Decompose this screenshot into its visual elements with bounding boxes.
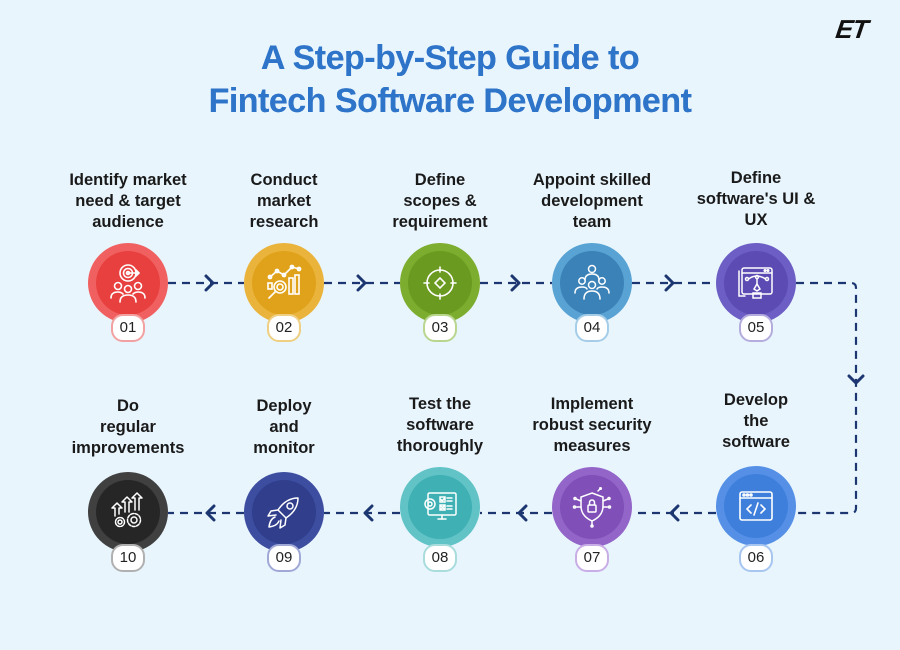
label-line: need & target	[75, 192, 181, 210]
label-line: software	[406, 416, 474, 434]
improvement-gears-icon	[111, 492, 143, 528]
crosshair-icon	[423, 266, 457, 300]
label-line: Conduct	[250, 171, 318, 189]
step-09-label: Deploy and monitor	[209, 396, 359, 459]
label-line: measures	[553, 437, 631, 455]
step-02-circle	[244, 243, 324, 323]
title-line-2: Fintech Software Development	[0, 81, 900, 121]
label-line: the	[743, 412, 769, 430]
label-line: monitor	[253, 439, 315, 457]
step-10-number-badge: 10	[111, 544, 145, 572]
market-research-icon	[267, 264, 302, 299]
step-05-circle	[716, 243, 796, 323]
label-line: software's UI &	[696, 190, 816, 208]
arrow-left-icon	[363, 504, 374, 522]
step-06-circle	[716, 466, 796, 546]
arrow-left-icon	[517, 504, 528, 522]
arrow-right-icon	[204, 274, 215, 292]
arrow-left-icon	[669, 504, 680, 522]
label-line: software	[722, 433, 790, 451]
label-line: market	[256, 192, 312, 210]
label-line: Deploy	[256, 397, 312, 415]
arrow-right-icon	[356, 274, 367, 292]
step-02-number-badge: 02	[267, 314, 301, 342]
label-line: Appoint skilled	[532, 171, 652, 189]
label-line: regular	[100, 418, 156, 436]
step-01-circle	[88, 243, 168, 323]
testing-monitor-icon	[424, 492, 457, 520]
arrow-left-icon	[205, 504, 216, 522]
step-10-circle	[88, 472, 168, 552]
label-line: scopes &	[403, 192, 477, 210]
label-line: UX	[744, 211, 768, 229]
label-line: team	[572, 213, 612, 231]
step-05-label: Define software's UI & UX	[681, 168, 831, 231]
code-window-icon	[739, 491, 773, 521]
step-06-label: Develop the software	[681, 390, 831, 453]
step-09-circle	[244, 472, 324, 552]
label-line: robust security	[532, 416, 652, 434]
step-02-label: Conduct market research	[209, 170, 359, 233]
label-line: and	[269, 418, 299, 436]
step-06-number-badge: 06	[739, 544, 773, 572]
step-07-label: Implement robust security measures	[517, 394, 667, 457]
label-line: Identify market	[69, 171, 187, 189]
rocket-icon	[267, 497, 299, 529]
step-08-circle	[400, 467, 480, 547]
step-03-circle	[400, 243, 480, 323]
step-01-label: Identify market need & target audience	[53, 170, 203, 233]
label-line: improvements	[71, 439, 185, 457]
step-07-number-badge: 07	[575, 544, 609, 572]
step-03-label: Define scopes & requirement	[365, 170, 515, 233]
step-04-circle	[552, 243, 632, 323]
step-01-number-badge: 01	[111, 314, 145, 342]
target-audience-icon	[110, 264, 146, 303]
label-line: Define	[730, 169, 782, 187]
label-line: research	[249, 213, 319, 231]
team-icon	[574, 264, 610, 300]
step-08-number-badge: 08	[423, 544, 457, 572]
arrow-right-icon	[664, 274, 675, 292]
step-08-label: Test the software thoroughly	[365, 394, 515, 457]
title-line-1: A Step-by-Step Guide to	[0, 38, 900, 78]
step-09-number-badge: 09	[267, 544, 301, 572]
label-line: Define	[414, 171, 466, 189]
security-shield-icon	[572, 486, 612, 528]
label-line: audience	[92, 213, 164, 231]
design-tool-icon	[738, 267, 773, 299]
label-line: thoroughly	[396, 437, 484, 455]
label-line: Implement	[550, 395, 634, 413]
step-04-label: Appoint skilled development team	[517, 170, 667, 233]
arrow-down-icon	[847, 374, 865, 385]
label-line: Develop	[723, 391, 789, 409]
step-05-number-badge: 05	[739, 314, 773, 342]
step-04-number-badge: 04	[575, 314, 609, 342]
label-line: Do	[117, 397, 139, 415]
step-03-number-badge: 03	[423, 314, 457, 342]
label-line: Test the	[408, 395, 472, 413]
label-line: requirement	[392, 213, 488, 231]
step-07-circle	[552, 467, 632, 547]
step-10-label: Do regular improvements	[53, 396, 203, 459]
label-line: development	[541, 192, 643, 210]
arrow-right-icon	[510, 274, 521, 292]
